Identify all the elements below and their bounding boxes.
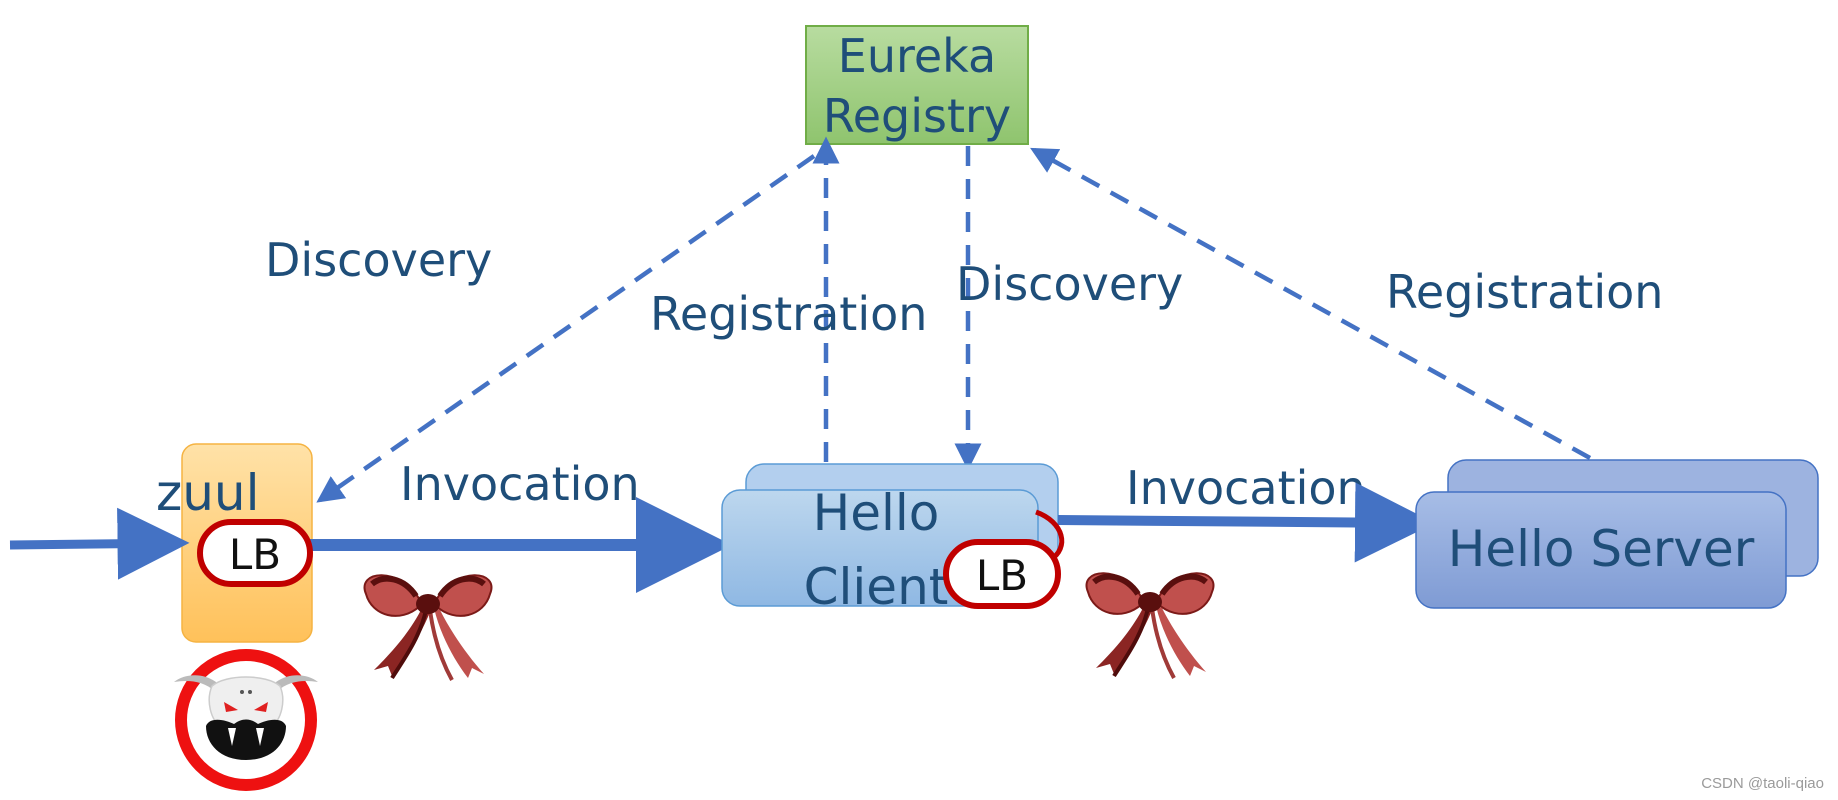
discovery-label-zuul: Discovery: [265, 233, 492, 287]
eureka-label-line2: Registry: [823, 89, 1011, 143]
invocation-label-zuul-client: Invocation: [400, 457, 640, 511]
watermark: CSDN @taoli-qiao: [1701, 775, 1824, 792]
discovery-arrow-zuul: [316, 154, 816, 503]
hello-server-node: Hello Server: [1415, 459, 1819, 609]
hello-client-label-line1: Hello: [813, 484, 940, 542]
incoming-request-arrow: [9, 507, 190, 580]
zuul-lb-label: LB: [229, 530, 281, 579]
zuul-label: zuul: [156, 464, 260, 522]
hello-client-label-line2: Client: [804, 558, 949, 616]
invocation-label-client-server: Invocation: [1126, 461, 1366, 515]
eureka-label-line1: Eureka: [838, 29, 996, 83]
ribbon-bow-icon: [1085, 572, 1215, 679]
registration-label-client: Registration: [650, 287, 927, 341]
ribbon-bow-icon: [363, 574, 493, 681]
client-lb-badge: LB: [943, 509, 1065, 609]
zuul-lb-badge: LB: [197, 519, 313, 587]
discovery-label-client: Discovery: [956, 257, 1183, 311]
client-lb-label: LB: [976, 551, 1028, 600]
registration-label-server: Registration: [1386, 265, 1663, 319]
eureka-registry-node: Eureka Registry: [805, 25, 1029, 145]
hello-server-label: Hello Server: [1448, 520, 1755, 578]
invocation-arrow-client-server: [1057, 482, 1435, 563]
registration-arrow-server: [1030, 147, 1592, 460]
zuul-monster-icon: [174, 649, 318, 791]
